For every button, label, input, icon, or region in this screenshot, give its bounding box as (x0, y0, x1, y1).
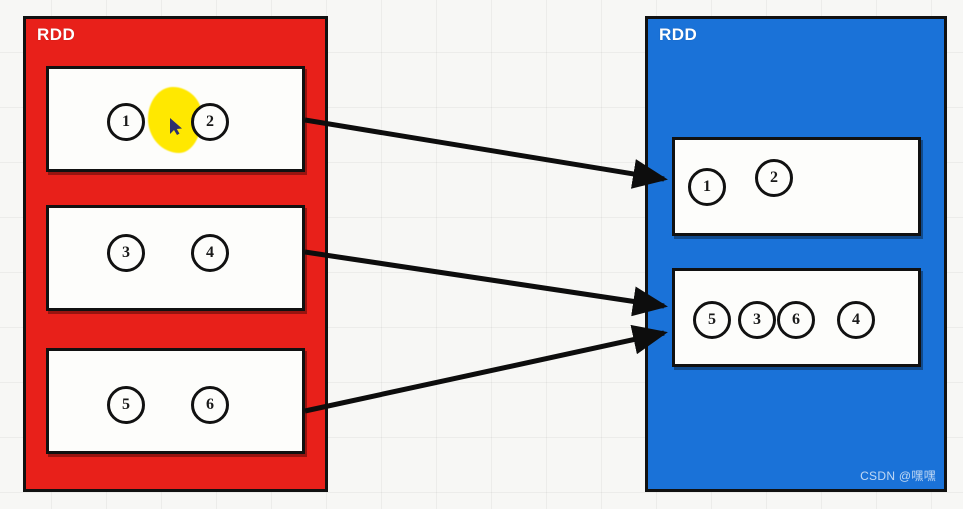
source-element-6[interactable]: 6 (191, 386, 229, 424)
arrow-partition2-to-target2 (304, 249, 668, 317)
source-rdd-label: RDD (37, 25, 76, 44)
arrow-partition1-to-target1 (304, 117, 668, 189)
target-element-6[interactable]: 6 (777, 301, 815, 339)
source-partition-3[interactable] (46, 348, 305, 454)
source-element-4[interactable]: 4 (191, 234, 229, 272)
target-rdd-label: RDD (659, 25, 698, 44)
target-element-3[interactable]: 3 (738, 301, 776, 339)
source-element-5[interactable]: 5 (107, 386, 145, 424)
csdn-watermark: CSDN @嘿嘿 (860, 469, 936, 483)
source-partition-1[interactable] (46, 66, 305, 172)
source-partition-2[interactable] (46, 205, 305, 311)
target-element-1[interactable]: 1 (688, 168, 726, 206)
arrow-partition3-to-target2 (304, 324, 668, 414)
target-element-4[interactable]: 4 (837, 301, 875, 339)
target-element-2[interactable]: 2 (755, 159, 793, 197)
target-rdd-box: RDD CSDN @嘿嘿 (645, 16, 947, 492)
target-element-5[interactable]: 5 (693, 301, 731, 339)
source-element-1[interactable]: 1 (107, 103, 145, 141)
source-element-3[interactable]: 3 (107, 234, 145, 272)
source-element-2[interactable]: 2 (191, 103, 229, 141)
mouse-cursor-icon (170, 118, 182, 135)
